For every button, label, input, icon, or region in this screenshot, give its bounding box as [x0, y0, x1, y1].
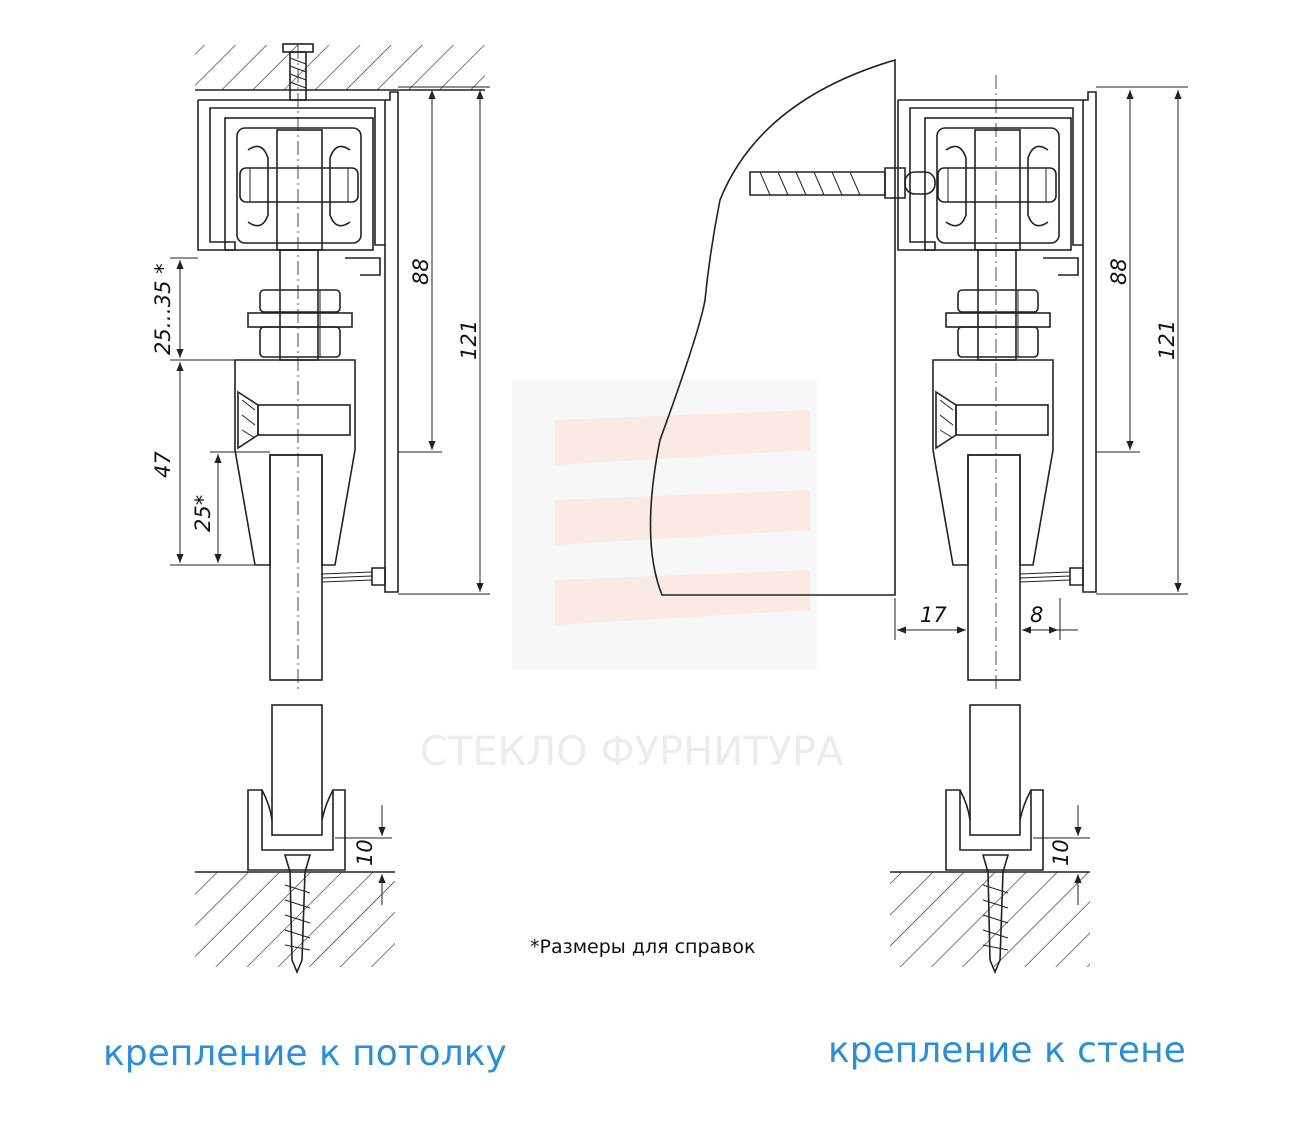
- right-dim-8: 8: [1030, 603, 1043, 627]
- left-view: 88 121 25…35 * 47 25* 10: [151, 43, 490, 975]
- wall-anchor-icon: [749, 167, 936, 199]
- glass-clamp: [234, 359, 356, 566]
- watermark: СТЕКЛО ФУРНИТУРА: [420, 380, 844, 775]
- left-dim-88: 88: [409, 258, 433, 285]
- caption-ceiling-mount: крепление к потолку: [103, 1033, 507, 1074]
- wall-section: [649, 58, 896, 596]
- glass-panel-top: [269, 454, 323, 681]
- reference-footnote: *Размеры для справок: [530, 936, 755, 958]
- right-dimensions: [894, 86, 1188, 905]
- glass-panel-bottom: [271, 704, 323, 836]
- rail-profile-wall: [897, 91, 1097, 593]
- right-dim-17: 17: [920, 603, 947, 627]
- glass-panel-bottom-wall: [969, 704, 1021, 836]
- suspension-bolt-wall: [945, 249, 1051, 361]
- right-view: 88 121 17 8 10: [649, 58, 1188, 975]
- floor-slab: [195, 872, 395, 967]
- left-dim-121: 121: [457, 320, 481, 360]
- left-dim-25-35: 25…35 *: [151, 263, 175, 355]
- left-dim-10: 10: [353, 839, 377, 866]
- caption-wall-mount: крепление к стене: [828, 1030, 1186, 1071]
- carriage-roller: [239, 129, 359, 251]
- right-dim-10: 10: [1049, 839, 1073, 866]
- watermark-text: СТЕКЛО ФУРНИТУРА: [420, 729, 844, 775]
- ceiling-slab: [195, 45, 485, 90]
- left-dim-47: 47: [151, 451, 175, 478]
- floor-screw-wall-icon: [981, 854, 1010, 975]
- right-dim-88: 88: [1107, 258, 1131, 285]
- floor-screw-icon: [283, 854, 312, 975]
- glass-panel-top-wall: [967, 454, 1021, 681]
- floor-guide-wall: [945, 789, 1044, 871]
- left-dimensions: [170, 86, 490, 905]
- suspension-bolt: [247, 249, 353, 361]
- right-dim-121: 121: [1155, 320, 1179, 360]
- carriage-roller-wall: [937, 129, 1057, 251]
- floor-guide: [247, 789, 346, 871]
- left-dim-25: 25*: [191, 495, 215, 532]
- glass-clamp-wall: [932, 359, 1054, 566]
